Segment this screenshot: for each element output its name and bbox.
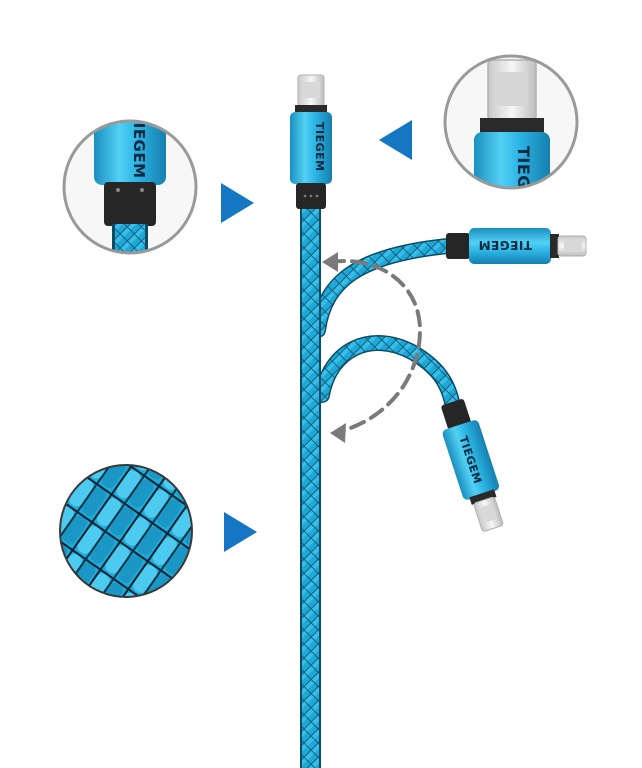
main-cable [300, 208, 321, 768]
triangle-arrow-icon [224, 512, 257, 552]
zoom-circle-connector-base: TIEGEM [62, 112, 198, 255]
zoom-circle-braid-texture [59, 464, 193, 598]
zoom-tl-brand: TIEGEM [130, 112, 148, 179]
upper-bent-connector: TIEGEM [446, 228, 587, 264]
bent-cable-lower [314, 335, 460, 410]
lower-bent-connector: TIEGEM [441, 399, 504, 532]
bent-cable-upper [310, 238, 456, 338]
zoom-tr-brand: TIEGEM [514, 146, 533, 217]
triangle-arrow-icon [379, 120, 412, 160]
zoom-circle-lightning-tip: TIEGEM [443, 54, 579, 217]
main-connector-brand: TIEGEM [313, 122, 326, 172]
main-connector: TIEGEM [290, 74, 332, 209]
dashed-curved-arrow-icon [322, 252, 423, 443]
upper-connector-brand: TIEGEM [478, 238, 532, 252]
triangle-arrow-icon [221, 183, 254, 223]
